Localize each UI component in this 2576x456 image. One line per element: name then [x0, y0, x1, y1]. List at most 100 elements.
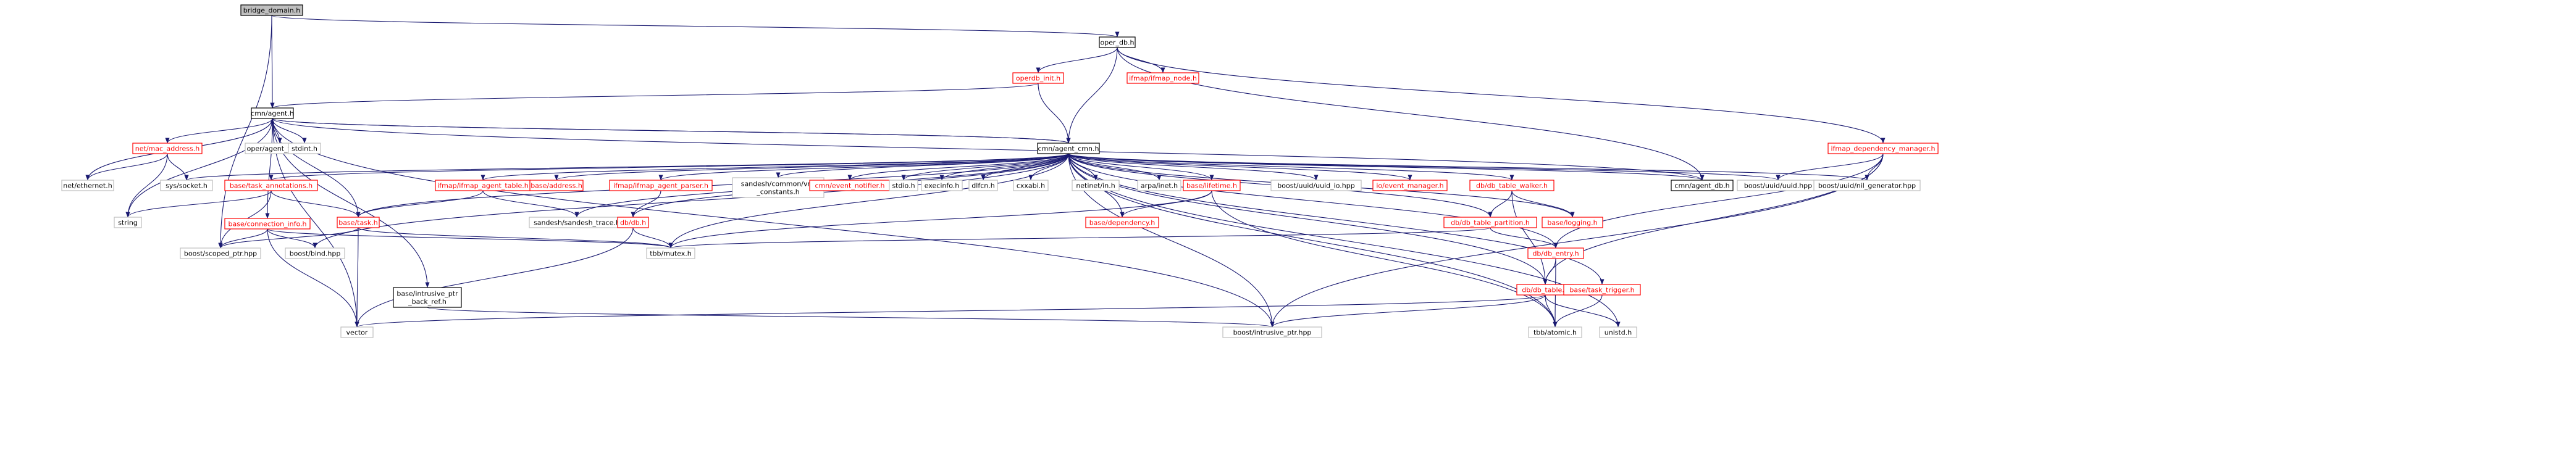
node-label: ifmap/ifmap_node.h — [1129, 75, 1197, 83]
node-label: arpa/inet.h — [1141, 182, 1178, 190]
node-label: db/db_table_walker.h — [1476, 182, 1548, 190]
node-label: base/task_annotations.h — [230, 182, 313, 190]
node-stdint: stdint.h — [288, 143, 321, 154]
edge-cmn_agent_cmn-to-db_entry — [1068, 153, 1558, 249]
node-net-ethernet: net/ethernet.h — [61, 180, 114, 191]
node-label: string — [118, 219, 138, 227]
edge-oper_db-to-operdb_init — [1036, 47, 1118, 73]
edge-cmn_agent_cmn-to-io_event_manager — [1068, 153, 1412, 181]
edge-cmn_agent_cmn-to-cmn_agent_db — [1068, 153, 1705, 181]
edge-db_db-to-vector — [355, 227, 634, 328]
node-box — [1072, 180, 1120, 191]
node-label: base/task_trigger.h — [1569, 286, 1634, 294]
node-box — [968, 180, 998, 191]
node-base-connection-info: base/connection_info.h — [224, 218, 311, 230]
edge-base_task_annotations-to-base_task — [271, 190, 361, 218]
node-cmn-agent-cmn[interactable]: cmn/agent_cmn.h — [1037, 143, 1100, 154]
dependency-edges — [85, 15, 1886, 328]
node-box — [1813, 180, 1921, 191]
edge-base_task-to-vector — [355, 227, 359, 328]
node-oper-db[interactable]: oper_db.h — [1099, 36, 1136, 48]
node-label: boost/uuid/uuid_io.hpp — [1277, 182, 1354, 190]
edge-cmn_agent_cmn-to-base_task — [356, 153, 1069, 218]
node-label: boost/uuid/uuid.hpp — [1744, 182, 1812, 190]
edge-db_table_partition-to-db_entry — [1490, 227, 1558, 249]
edge-cmn_agent_cmn-to-stdio — [901, 153, 1069, 181]
node-label: vector — [346, 329, 368, 337]
node-cmn-agent-db[interactable]: cmn/agent_db.h — [1671, 180, 1734, 191]
node-box — [285, 247, 345, 259]
node-db-table-walker: db/db_table_walker.h — [1469, 180, 1554, 191]
edge-cmn_agent-to-base_connection_info — [265, 118, 273, 219]
edge-cmn_agent_cmn-to-unistd — [1068, 153, 1621, 328]
node-label: ifmap/ifmap_agent_table.h — [437, 182, 529, 190]
node-tbb-atomic: tbb/atomic.h — [1528, 326, 1582, 338]
node-label: sandesh/common/vns — [741, 180, 816, 188]
node-base-task-trigger: base/task_trigger.h — [1563, 284, 1641, 296]
node-box — [921, 180, 963, 191]
node-base-logging: base/logging.h — [1542, 217, 1603, 228]
node-cmn-agent[interactable]: cmn/agent.h — [251, 107, 294, 119]
node-box — [393, 287, 462, 308]
node-base-intrusive-ptr-back-ref[interactable]: base/intrusive_ptr_back_ref.h — [393, 287, 462, 308]
node-label: stdint.h — [292, 145, 317, 153]
node-label: sandesh/sandesh_trace.h — [534, 219, 620, 227]
node-label: cmn/agent.h — [251, 110, 294, 118]
edge-base_task_trigger-to-tbb_atomic — [1553, 294, 1603, 328]
edge-cmn_agent-to-base_task — [272, 118, 361, 218]
edge-base_connection_info-to-boost_bind — [267, 228, 317, 249]
node-box — [160, 180, 213, 191]
node-box — [337, 217, 380, 228]
node-cmn-event-notifier: cmn/event_notifier.h — [809, 180, 891, 191]
edge-operdb_init-to-cmn_agent_cmn — [1038, 83, 1071, 144]
node-box — [1099, 36, 1136, 48]
node-box — [251, 107, 294, 119]
node-sandesh-trace: sandesh/sandesh_trace.h — [529, 217, 625, 228]
edge-db_table-to-boost_intrusive_ptr — [1270, 294, 1546, 328]
edge-db_table_walker-to-db_table_partition — [1488, 190, 1512, 218]
edge-base_lifetime-to-base_dependency — [1120, 190, 1212, 218]
node-execinfo: execinfo.h — [921, 180, 963, 191]
node-string: string — [114, 217, 142, 228]
edge-ifmap_agent_parser-to-db_db — [631, 190, 661, 218]
node-label: base/logging.h — [1547, 219, 1597, 227]
node-label: sys/socket.h — [166, 182, 208, 190]
node-label: base/address.h — [531, 182, 582, 190]
node-label: boost/scoped_ptr.hpp — [184, 250, 257, 258]
node-base-address: base/address.h — [529, 180, 584, 191]
node-box — [340, 326, 374, 338]
node-cxxabi: cxxabi.h — [1013, 180, 1049, 191]
node-operdb-init: operdb_init.h — [1012, 72, 1064, 84]
edge-base_lifetime-to-tbb_mutex — [668, 190, 1212, 249]
node-ifmap-agent-parser: ifmap/ifmap_agent_parser.h — [609, 180, 713, 191]
node-box — [1126, 72, 1199, 84]
edge-ifmap_dep_mgr-to-db_entry — [1553, 153, 1884, 249]
node-unistd: unistd.h — [1599, 326, 1637, 338]
node-label: oper_db.h — [1101, 39, 1135, 47]
edge-net_mac_address-to-net_ethernet — [85, 153, 168, 181]
edge-oper_db-to-cmn_agent_cmn — [1066, 47, 1118, 144]
node-stdio: stdio.h — [889, 180, 918, 191]
node-netinet-in: netinet/in.h — [1072, 180, 1120, 191]
node-db-db: db/db.h — [617, 217, 649, 228]
edge-cmn_agent_cmn-to-sys_socket — [185, 153, 1069, 181]
node-box — [1270, 180, 1362, 191]
node-label: base/dependency.h — [1089, 219, 1156, 227]
edge-net_mac_address-to-string — [125, 153, 168, 218]
edge-cmn_agent-to-net_mac_address — [165, 118, 273, 144]
node-box — [529, 180, 584, 191]
edge-cmn_agent_cmn-to-base_lifetime — [1068, 153, 1214, 181]
node-box — [889, 180, 918, 191]
edge-bridge_domain-to-oper_db — [271, 15, 1119, 38]
edge-cmn_agent_cmn-to-boost_uuid — [1068, 153, 1781, 181]
node-label: net/mac_address.h — [135, 145, 199, 153]
node-dlfcn: dlfcn.h — [968, 180, 998, 191]
edge-cmn_agent_cmn-to-cmn_event_notifier — [847, 153, 1069, 181]
node-box — [609, 180, 713, 191]
node-box — [1443, 217, 1537, 228]
node-ifmap-dep-mgr: ifmap_dependency_manager.h — [1827, 143, 1939, 154]
node-label: boost/bind.hpp — [290, 250, 341, 258]
edge-cmn_agent_cmn-to-base_task_trigger — [1068, 153, 1605, 285]
edge-db_table-to-unistd — [1545, 294, 1621, 328]
